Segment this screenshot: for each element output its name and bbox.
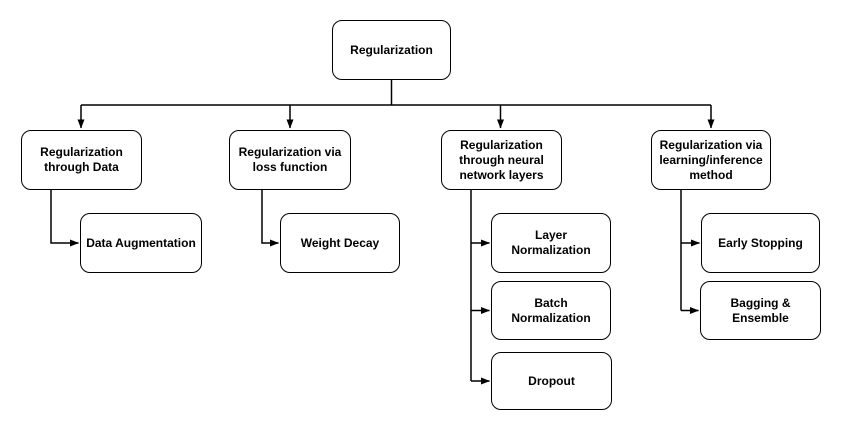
node-bagging-ensemble-label: Bagging & Ensemble <box>730 295 791 325</box>
node-regularization-via-learning-inference-method-label: Regularization via learning/inference me… <box>659 137 763 182</box>
edge-data-to-augmentation <box>50 190 79 247</box>
node-layer-normalization: Layer Normalization <box>491 213 611 273</box>
node-bagging-ensemble: Bagging & Ensemble <box>700 281 821 340</box>
node-data-augmentation: Data Augmentation <box>80 213 202 273</box>
node-layer-normalization-label: Layer Normalization <box>511 228 591 257</box>
node-regularization-through-neural-network-layers: Regularization through neural network la… <box>441 130 562 190</box>
node-dropout-label: Dropout <box>528 373 575 388</box>
node-batch-normalization-label: Batch Normalization <box>511 295 591 325</box>
node-weight-decay-label: Weight Decay <box>300 235 380 250</box>
node-batch-normalization: Batch Normalization <box>491 281 611 340</box>
node-dropout: Dropout <box>491 352 612 410</box>
edge-loss-to-weightdecay <box>261 190 279 247</box>
node-regularization-via-learning-inference-method: Regularization via learning/inference me… <box>651 130 771 190</box>
node-regularization-label: Regularization <box>350 42 433 57</box>
node-early-stopping: Early Stopping <box>701 213 820 273</box>
node-weight-decay: Weight Decay <box>280 213 400 273</box>
node-regularization: Regularization <box>332 20 451 80</box>
node-regularization-via-loss-function-label: Regularization via loss function <box>238 145 342 174</box>
node-early-stopping-label: Early Stopping <box>718 235 803 250</box>
node-regularization-through-neural-network-layers-label: Regularization through neural network la… <box>459 137 544 182</box>
node-data-augmentation-label: Data Augmentation <box>86 235 196 250</box>
node-regularization-through-data: Regularization through Data <box>21 130 142 190</box>
node-regularization-through-data-label: Regularization through Data <box>40 145 123 174</box>
node-regularization-via-loss-function: Regularization via loss function <box>229 130 351 190</box>
